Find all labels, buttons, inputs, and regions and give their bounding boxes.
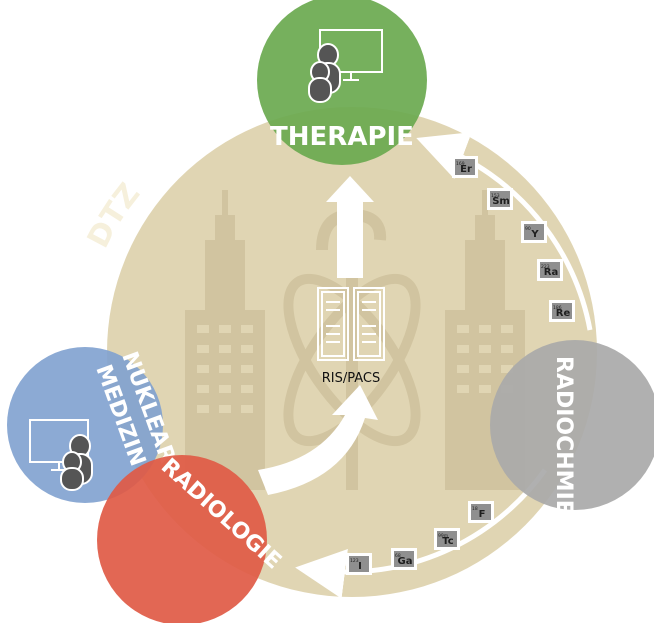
ris-pacs-label: RIS/PACS bbox=[322, 371, 381, 386]
server-icon bbox=[317, 287, 385, 361]
radiologie-to-hub-arrow bbox=[258, 385, 378, 495]
isotope-mass: 99m bbox=[438, 533, 448, 539]
isotope-symbol: Y bbox=[530, 229, 539, 240]
nuklearmedizin-circle bbox=[7, 347, 163, 503]
isotope-symbol: Ga bbox=[398, 556, 413, 567]
isotope-mass: 153 bbox=[491, 193, 500, 199]
isotope-mass: 18 bbox=[472, 506, 478, 512]
therapie-circle bbox=[257, 0, 427, 165]
isotope-symbol: F bbox=[479, 509, 486, 520]
isotope-symbol: Er bbox=[460, 164, 472, 175]
isotope-mass: 169 bbox=[456, 161, 465, 167]
people-icon bbox=[308, 43, 341, 103]
isotope-symbol: Sm bbox=[492, 196, 510, 207]
therapie-label: THERAPIE bbox=[270, 122, 414, 152]
isotope-mass: 90 bbox=[525, 226, 531, 232]
isotope-symbol: Ra bbox=[544, 267, 558, 278]
radiochemie-circle bbox=[490, 340, 654, 510]
isotope-symbol: Re bbox=[556, 308, 571, 319]
people-icon bbox=[60, 434, 93, 491]
isotope-mass: 68 bbox=[395, 553, 401, 559]
isotope-mass: 223 bbox=[541, 264, 550, 270]
radiologie-circle bbox=[97, 455, 267, 623]
isotope-mass: 123 bbox=[350, 558, 359, 564]
hub-to-therapie-arrow bbox=[326, 176, 374, 278]
isotope-symbol: Tc bbox=[442, 536, 453, 547]
isotope-mass: 186 bbox=[553, 305, 562, 311]
isotope-symbol: I bbox=[358, 561, 362, 572]
radiochemie-label: RADIOCHMIE bbox=[551, 356, 576, 515]
